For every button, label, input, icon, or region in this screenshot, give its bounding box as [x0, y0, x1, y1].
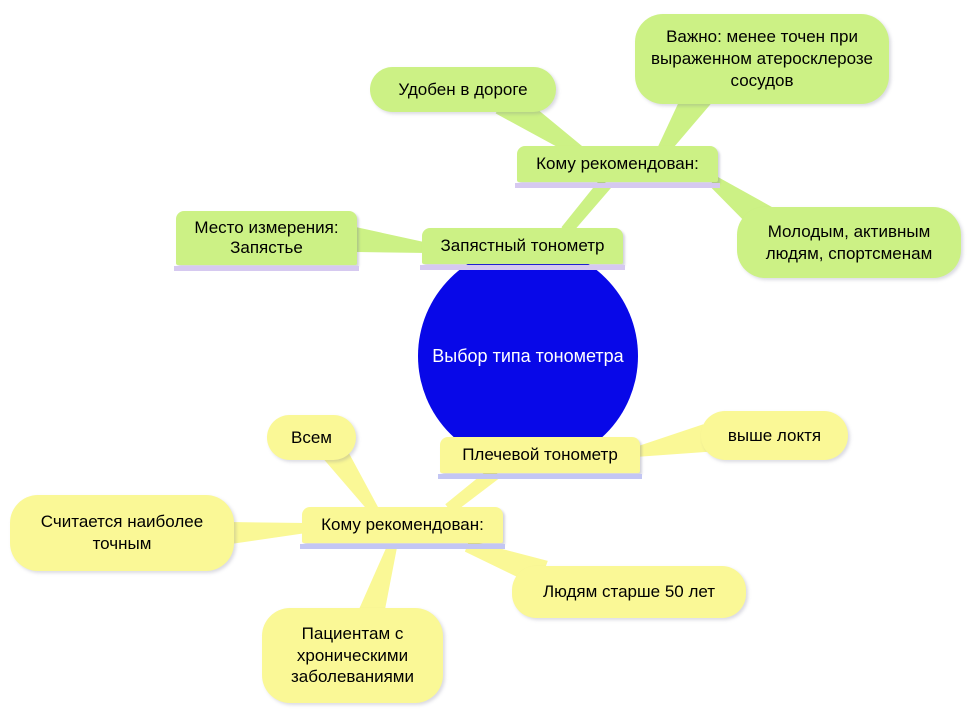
node-recommended-shoulder-label: Кому рекомендован: [321, 515, 484, 534]
connector-wrist-recommended [561, 178, 612, 235]
center-topic[interactable]: Выбор типа тонометра [418, 246, 638, 466]
node-wrist-tonometer[interactable]: Запястный тонометр [420, 228, 625, 270]
node-recommended-wrist-label: Кому рекомендован: [536, 154, 699, 173]
node-wrist-tonometer-label: Запястный тонометр [440, 236, 605, 255]
bubble-everyone-label: Всем [291, 427, 332, 447]
bubble-chronic-patients[interactable]: Пациентам с хроническими заболеваниями [262, 608, 443, 703]
bubble-warning-atherosclerosis-label: Важно: менее точен при выраженном атерос… [651, 27, 873, 90]
bubble-above-elbow-label: выше локтя [727, 425, 822, 445]
bubble-convenient-travel[interactable]: Удобен в дороге [370, 67, 556, 112]
node-recommended-wrist[interactable]: Кому рекомендован: [515, 146, 720, 188]
node-measurement-place[interactable]: Место измерения: Запястье [174, 211, 359, 271]
connector-above-elbow [635, 424, 709, 457]
node-measurement-place-label: Место измерения: Запястье [194, 218, 339, 257]
bubble-most-accurate-label: Считается наиболее точным [40, 512, 204, 553]
bubble-most-accurate[interactable]: Считается наиболее точным [10, 495, 234, 571]
center-topic-label: Выбор типа тонометра [432, 345, 624, 366]
node-shoulder-tonometer-label: Плечевой тонометр [462, 445, 618, 464]
bubble-over-50-label: Людям старше 50 лет [542, 582, 716, 602]
bubble-convenient-travel-label: Удобен в дороге [398, 79, 528, 99]
connector-measurement-place [348, 226, 429, 253]
bubble-over-50[interactable]: Людям старше 50 лет [512, 566, 746, 618]
bubble-everyone[interactable]: Всем [267, 415, 356, 460]
bubble-above-elbow[interactable]: выше локтя [701, 411, 848, 460]
connector-most-accurate [229, 522, 307, 544]
bubble-young-active-label: Молодым, активным людям, спортсменам [765, 221, 933, 263]
bubble-chronic-patients-label: Пациентам с хроническими заболеваниями [290, 623, 414, 687]
node-shoulder-tonometer[interactable]: Плечевой тонометр [438, 437, 642, 479]
connector-warning [657, 87, 711, 156]
node-recommended-shoulder[interactable]: Кому рекомендован: [300, 507, 505, 549]
connector-chronic [358, 545, 397, 618]
bubble-warning-atherosclerosis[interactable]: Важно: менее точен при выраженном атерос… [635, 14, 889, 104]
bubble-young-active[interactable]: Молодым, активным людям, спортсменам [737, 207, 961, 278]
